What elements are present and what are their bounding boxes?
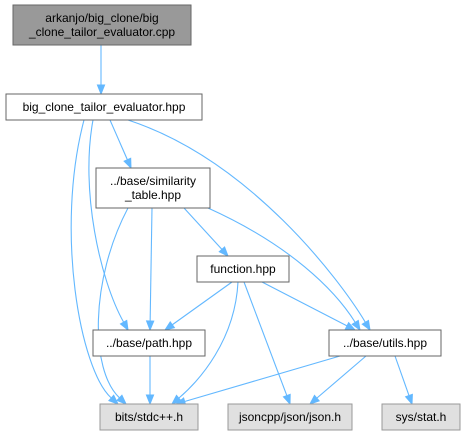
edge-line (261, 281, 348, 327)
edge-function_hpp-to-path_hpp (163, 281, 233, 331)
node-root[interactable]: arkanjo/big_clone/big_clone_tailor_evalu… (12, 4, 192, 46)
edge-line (243, 281, 288, 396)
node-stat-h: sys/stat.h (381, 403, 461, 431)
node-similarity-table[interactable]: ../base/similarity_table.hpp (95, 167, 211, 209)
edge-arrowhead (145, 394, 155, 406)
edge-line (88, 119, 125, 323)
edge-utils_hpp-to-json_h (308, 355, 367, 405)
edge-line (394, 355, 410, 396)
edge-similarity_table-to-path_hpp (145, 207, 155, 332)
edge-arrowhead (170, 394, 183, 405)
node-label: ../base/utils.hpp (343, 336, 427, 350)
edge-arrowhead (145, 320, 155, 332)
node-box (92, 329, 206, 357)
node-label: function.hpp (210, 262, 276, 276)
node-box (328, 329, 442, 357)
edge-line (207, 207, 356, 323)
edge-root-to-evaluator_hpp (96, 45, 106, 96)
edge-function_hpp-to-json_h (243, 281, 291, 406)
edge-line (149, 207, 153, 322)
edge-arrowhead (163, 320, 176, 331)
edge-evaluator_hpp-to-utils_hpp (127, 119, 371, 332)
node-box (5, 93, 203, 121)
edge-function_hpp-to-utils_hpp (261, 281, 357, 331)
node-utils-hpp[interactable]: ../base/utils.hpp (328, 329, 442, 357)
node-label: _clone_tailor_evaluator.cpp (28, 25, 175, 39)
edge-similarity_table-to-function_hpp (183, 207, 229, 257)
edge-line (184, 355, 341, 402)
node-label: ../base/similarity (110, 174, 196, 188)
edge-evaluator_hpp-to-stdcpp (70, 119, 120, 405)
node-function-hpp[interactable]: function.hpp (196, 255, 290, 283)
edge-similarity_table-to-stdcpp (97, 207, 129, 405)
edge-line (183, 207, 223, 250)
node-box (196, 255, 290, 283)
edge-utils_hpp-to-stat_h (394, 355, 413, 406)
edge-arrowhead (123, 157, 132, 170)
edge-arrowhead (96, 84, 106, 96)
edge-function_hpp-to-stdcpp (170, 281, 239, 405)
edge-evaluator_hpp-to-similarity_table (109, 119, 132, 170)
edge-line (109, 119, 128, 160)
edge-arrowhead (308, 394, 321, 405)
node-box (12, 4, 192, 46)
nodes-layer: arkanjo/big_clone/big_clone_tailor_evalu… (5, 4, 461, 431)
edge-line (171, 281, 233, 326)
edge-arrowhead (119, 319, 129, 332)
edge-arrowhead (218, 246, 229, 257)
node-box (381, 403, 461, 431)
node-label: jsoncpp/json/json.h (238, 410, 341, 424)
node-label: arkanjo/big_clone/big (45, 11, 158, 25)
edge-line (127, 119, 366, 323)
edge-similarity_table-to-utils_hpp (207, 207, 361, 332)
node-path-hpp[interactable]: ../base/path.hpp (92, 329, 206, 357)
node-stdcpp: bits/stdc++.h (99, 403, 199, 431)
edge-line (97, 207, 129, 399)
edges-layer (70, 45, 413, 406)
node-label: _table.hpp (124, 188, 181, 202)
node-label: bits/stdc++.h (115, 410, 183, 424)
edge-arrowhead (361, 319, 371, 332)
node-label: big_clone_tailor_evaluator.hpp (23, 100, 186, 114)
node-label: sys/stat.h (396, 410, 447, 424)
node-box (227, 403, 353, 431)
node-box (99, 403, 199, 431)
edge-arrowhead (404, 393, 413, 406)
node-json-h: jsoncpp/json/json.h (227, 403, 353, 431)
edge-line (178, 281, 239, 399)
edge-arrowhead (108, 394, 120, 405)
edge-arrowhead (282, 393, 291, 406)
node-evaluator-hpp[interactable]: big_clone_tailor_evaluator.hpp (5, 93, 203, 121)
edge-arrowhead (351, 319, 361, 332)
edge-line (316, 355, 367, 399)
edge-path_hpp-to-stdcpp (145, 356, 155, 406)
node-label: ../base/path.hpp (106, 336, 192, 350)
edge-evaluator_hpp-to-path_hpp (88, 119, 129, 332)
edge-arrowhead (116, 394, 127, 405)
node-box (95, 167, 211, 209)
edge-line (70, 119, 112, 399)
